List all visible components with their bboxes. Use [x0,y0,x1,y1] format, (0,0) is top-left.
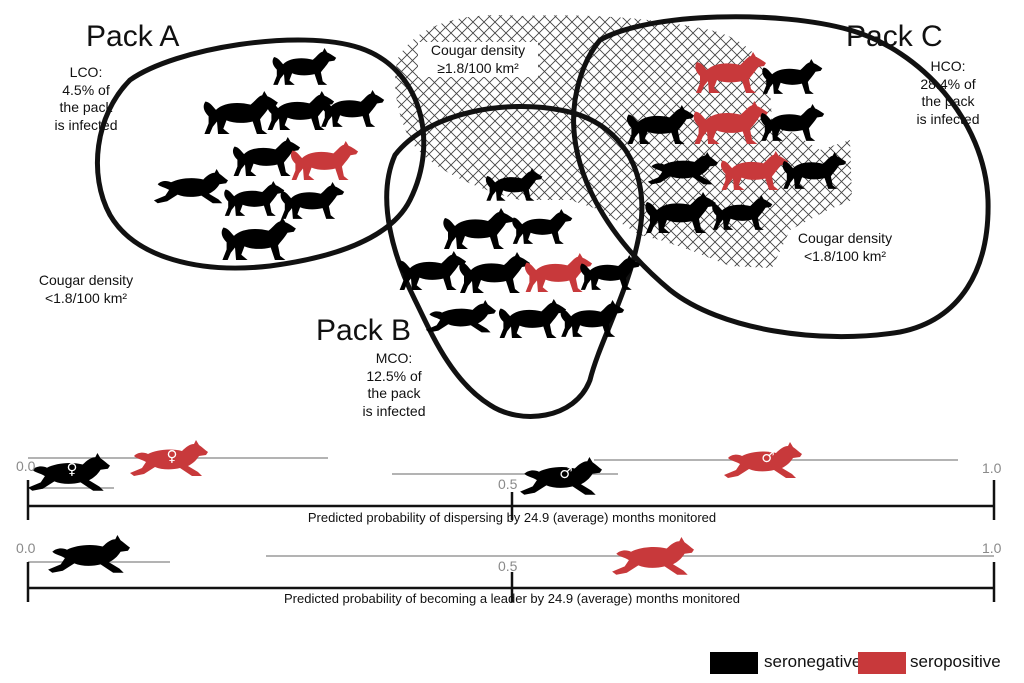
pack-a-infection-note: LCO: 4.5% of the pack is infected [54,64,118,133]
wolf-seronegative [203,91,278,135]
seronegative-swatch [710,652,758,674]
seropositive-wolf [612,537,694,575]
wolf-seronegative [153,169,228,204]
wolf-seropositive [290,141,359,180]
wolf-seronegative [498,299,567,338]
wolf-seronegative [459,252,530,293]
wolf-seronegative [221,217,296,261]
wolf-seronegative [512,209,573,244]
pack-b-title: Pack B [316,314,412,347]
pack-a-cougar-density: Cougar density <1.8/100 km² [38,272,134,306]
wolf-seronegative [443,208,514,249]
wolf-seronegative [425,300,496,333]
pack-c-infection-note: HCO: 28.4% of the pack is infected [916,58,980,127]
wolf-seronegative [224,181,285,216]
dispersal-max-label: 1.0 [982,460,1002,476]
seropositive-label: seropositive [910,652,1001,671]
seronegative-wolf [48,535,130,573]
dispersal-scale-title: Predicted probability of dispersing by 2… [307,510,717,525]
pack-c-cougar-density: Cougar density <1.8/100 km² [790,230,900,265]
leadership-scale-title: Predicted probability of becoming a lead… [284,591,740,606]
male-symbol: ♂ [559,464,572,482]
wolf-seronegative [280,182,345,219]
wolf-seronegative [762,59,823,94]
male-symbol: ♂ [761,448,774,466]
wolf-seronegative [320,90,385,127]
dispersal-mid-label: 0.5 [498,476,518,492]
pack-c-outline [571,14,991,340]
leadership-mid-label: 0.5 [498,558,518,574]
pack-b-infection-note: MCO: 12.5% of the pack is infected [362,350,426,419]
pack-c-title: Pack C [846,20,943,53]
female-symbol: ♀ [167,447,178,465]
dispersal-scale: ♀ ♀ ♂ ♂ [26,440,996,520]
pack-a-wolves [153,48,385,261]
wolf-seronegative [232,137,301,176]
pack-a-title: Pack A [86,20,180,53]
high-cougar-density-label: Cougar density ≥1.8/100 km² [418,42,538,77]
seronegative-label: seronegative [764,652,862,671]
dispersal-min-label: 0.0 [16,458,36,474]
pack-b-outline [384,103,645,419]
leadership-scale [26,535,996,602]
seropositive-swatch [858,652,906,674]
leadership-min-label: 0.0 [16,540,36,556]
female-symbol: ♀ [67,460,78,478]
leadership-max-label: 1.0 [982,540,1002,556]
wolf-seronegative [272,48,337,85]
pack-a-outline [94,37,427,271]
